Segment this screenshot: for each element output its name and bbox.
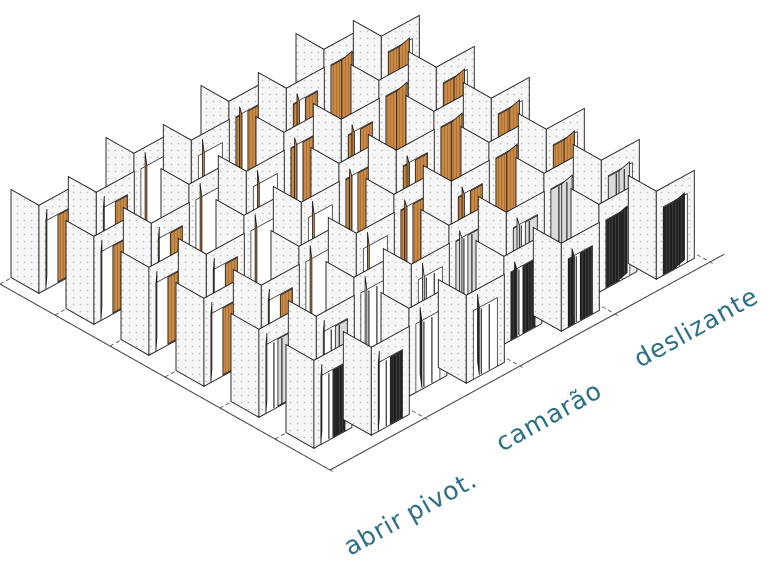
door-leaf — [579, 245, 593, 321]
door-leaf — [155, 270, 158, 351]
side-wall-panel — [65, 219, 95, 326]
door-leaf — [210, 301, 213, 382]
wall-opening — [415, 310, 441, 393]
side-wall-panel — [175, 281, 205, 388]
door-modules — [10, 14, 695, 450]
side-wall-panel — [532, 226, 562, 332]
side-wall-panel — [437, 278, 467, 384]
side-wall-panel — [10, 188, 40, 295]
side-wall-panel — [342, 330, 372, 436]
door-leaf — [477, 294, 480, 376]
side-wall-panel — [285, 343, 315, 450]
door-leaf — [100, 239, 103, 320]
base-edge — [329, 253, 725, 471]
wall-opening — [472, 297, 498, 380]
door-module — [175, 276, 243, 388]
door-leaf — [320, 363, 323, 444]
door-leaf — [45, 208, 48, 289]
door-module — [532, 221, 600, 332]
door-leaf — [389, 349, 403, 425]
door-leaf — [265, 332, 268, 413]
door-module — [342, 325, 410, 436]
door-leaf — [419, 307, 423, 389]
side-wall-panel — [627, 174, 657, 280]
door-leaf — [514, 261, 518, 337]
door-module — [627, 169, 695, 280]
label-camarao: camarão — [491, 375, 607, 457]
side-wall-panel — [120, 250, 150, 357]
door-leaf — [571, 248, 575, 324]
door-leaf — [377, 350, 380, 431]
label-abrir: abrir — [339, 505, 409, 561]
base-edge — [0, 283, 331, 471]
door-module — [437, 273, 505, 384]
side-wall-panel — [230, 312, 260, 419]
label-pivot: pivot. — [401, 465, 482, 528]
